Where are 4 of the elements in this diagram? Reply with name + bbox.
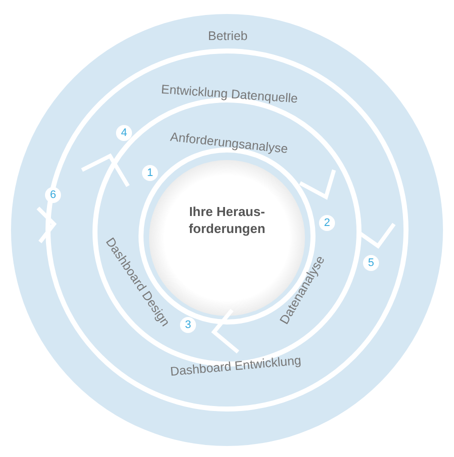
ring-segment-label: Entwicklung Datenquelle bbox=[160, 82, 298, 106]
ring-segment-label: Betrieb bbox=[208, 29, 248, 43]
center-circle-label: Ihre Heraus-forderungen bbox=[185, 203, 269, 237]
ring-segment-label: Dashboard Entwicklung bbox=[169, 353, 302, 379]
